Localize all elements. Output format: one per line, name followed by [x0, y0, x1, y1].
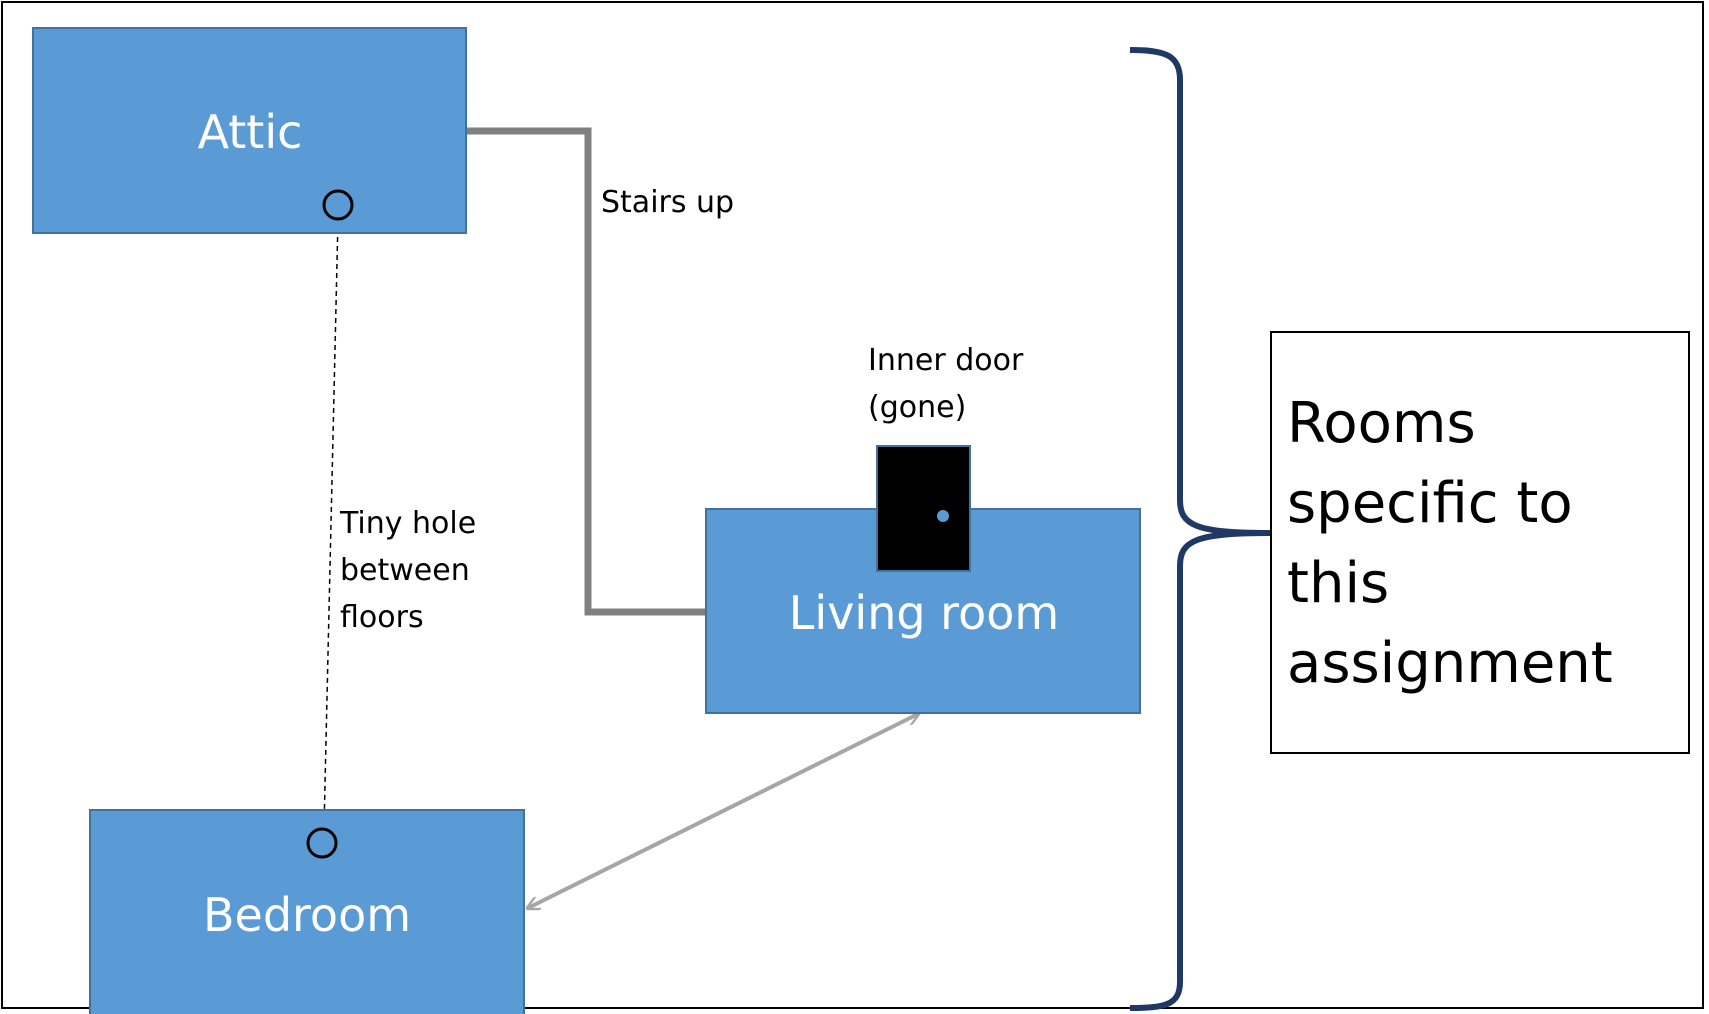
door-icon — [876, 445, 971, 572]
living-bedroom-arrow — [528, 714, 918, 908]
callout-line-4: assignment — [1287, 631, 1613, 696]
inner-door-label-line-2: (gone) — [868, 390, 966, 425]
tiny-hole-label-line-2: between — [340, 553, 470, 588]
hole-connector — [323, 218, 339, 829]
room-bedroom-label: Bedroom — [203, 888, 411, 942]
callout-line-3: this — [1287, 551, 1389, 616]
room-living-room: Living room — [705, 508, 1141, 714]
room-bedroom: Bedroom — [89, 809, 525, 1014]
room-attic-label: Attic — [198, 105, 303, 159]
tiny-hole-label-line-3: floors — [340, 600, 424, 635]
hole-marker-icon — [322, 189, 354, 221]
stairs-label: Stairs up — [601, 185, 734, 220]
inner-door-label-line-1: Inner door — [868, 343, 1024, 378]
stairs-connector — [466, 127, 706, 616]
tiny-hole-label-line-1: Tiny hole — [339, 506, 476, 541]
callout-line-2: specific to — [1287, 471, 1573, 536]
callout-line-1: Rooms — [1287, 391, 1476, 456]
curly-brace — [1129, 47, 1271, 1011]
room-attic: Attic — [32, 27, 467, 234]
callout-box: Rooms specific to this assignment — [1270, 331, 1690, 754]
room-living-room-label: Living room — [789, 586, 1059, 640]
hole-marker-icon — [306, 827, 338, 859]
